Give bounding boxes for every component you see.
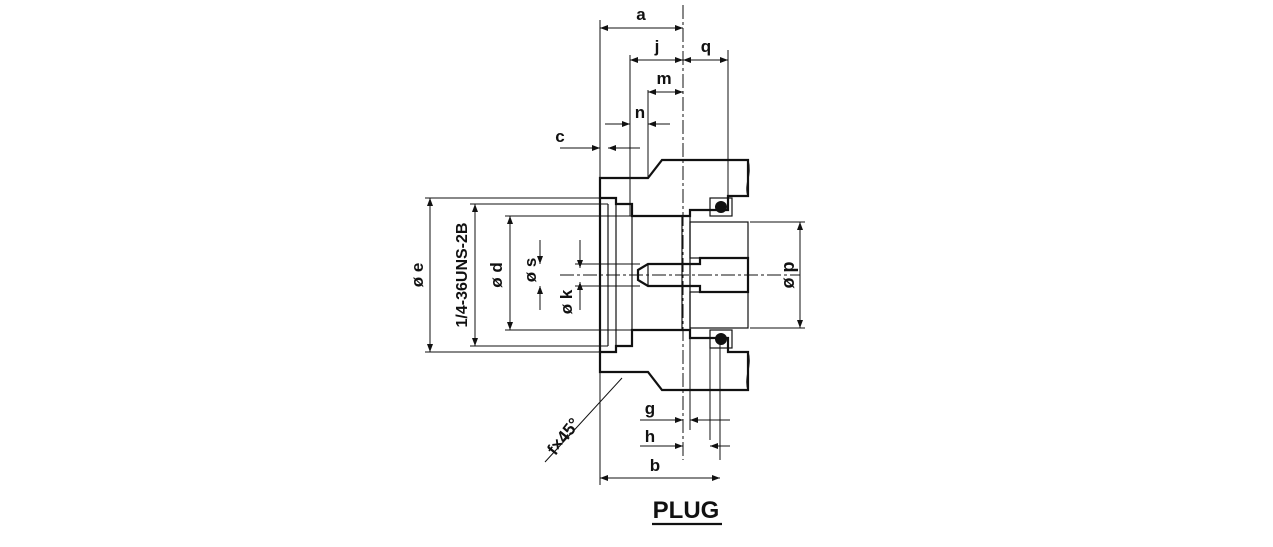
label-s: ø s: [521, 258, 540, 283]
label-a: a: [636, 5, 646, 24]
label-h: h: [645, 427, 655, 446]
gasket: [709, 197, 733, 349]
label-m: m: [656, 69, 671, 88]
label-thread: 1/4-36UNS-2B: [454, 223, 471, 328]
label-p: ø p: [778, 262, 798, 289]
label-e: ø e: [408, 263, 427, 288]
dimension-lines: [427, 25, 803, 481]
insulator: [681, 215, 749, 331]
extension-lines: [425, 20, 805, 485]
label-n: n: [635, 103, 645, 122]
label-b: b: [650, 456, 660, 475]
label-j: j: [654, 37, 660, 56]
label-d: ø d: [487, 262, 506, 288]
label-q: q: [701, 37, 711, 56]
label-g: g: [645, 399, 655, 418]
label-c: c: [555, 127, 564, 146]
drawing-title: PLUG: [653, 497, 720, 524]
label-chamfer: f×45°: [543, 414, 584, 458]
label-k: ø k: [557, 289, 576, 314]
